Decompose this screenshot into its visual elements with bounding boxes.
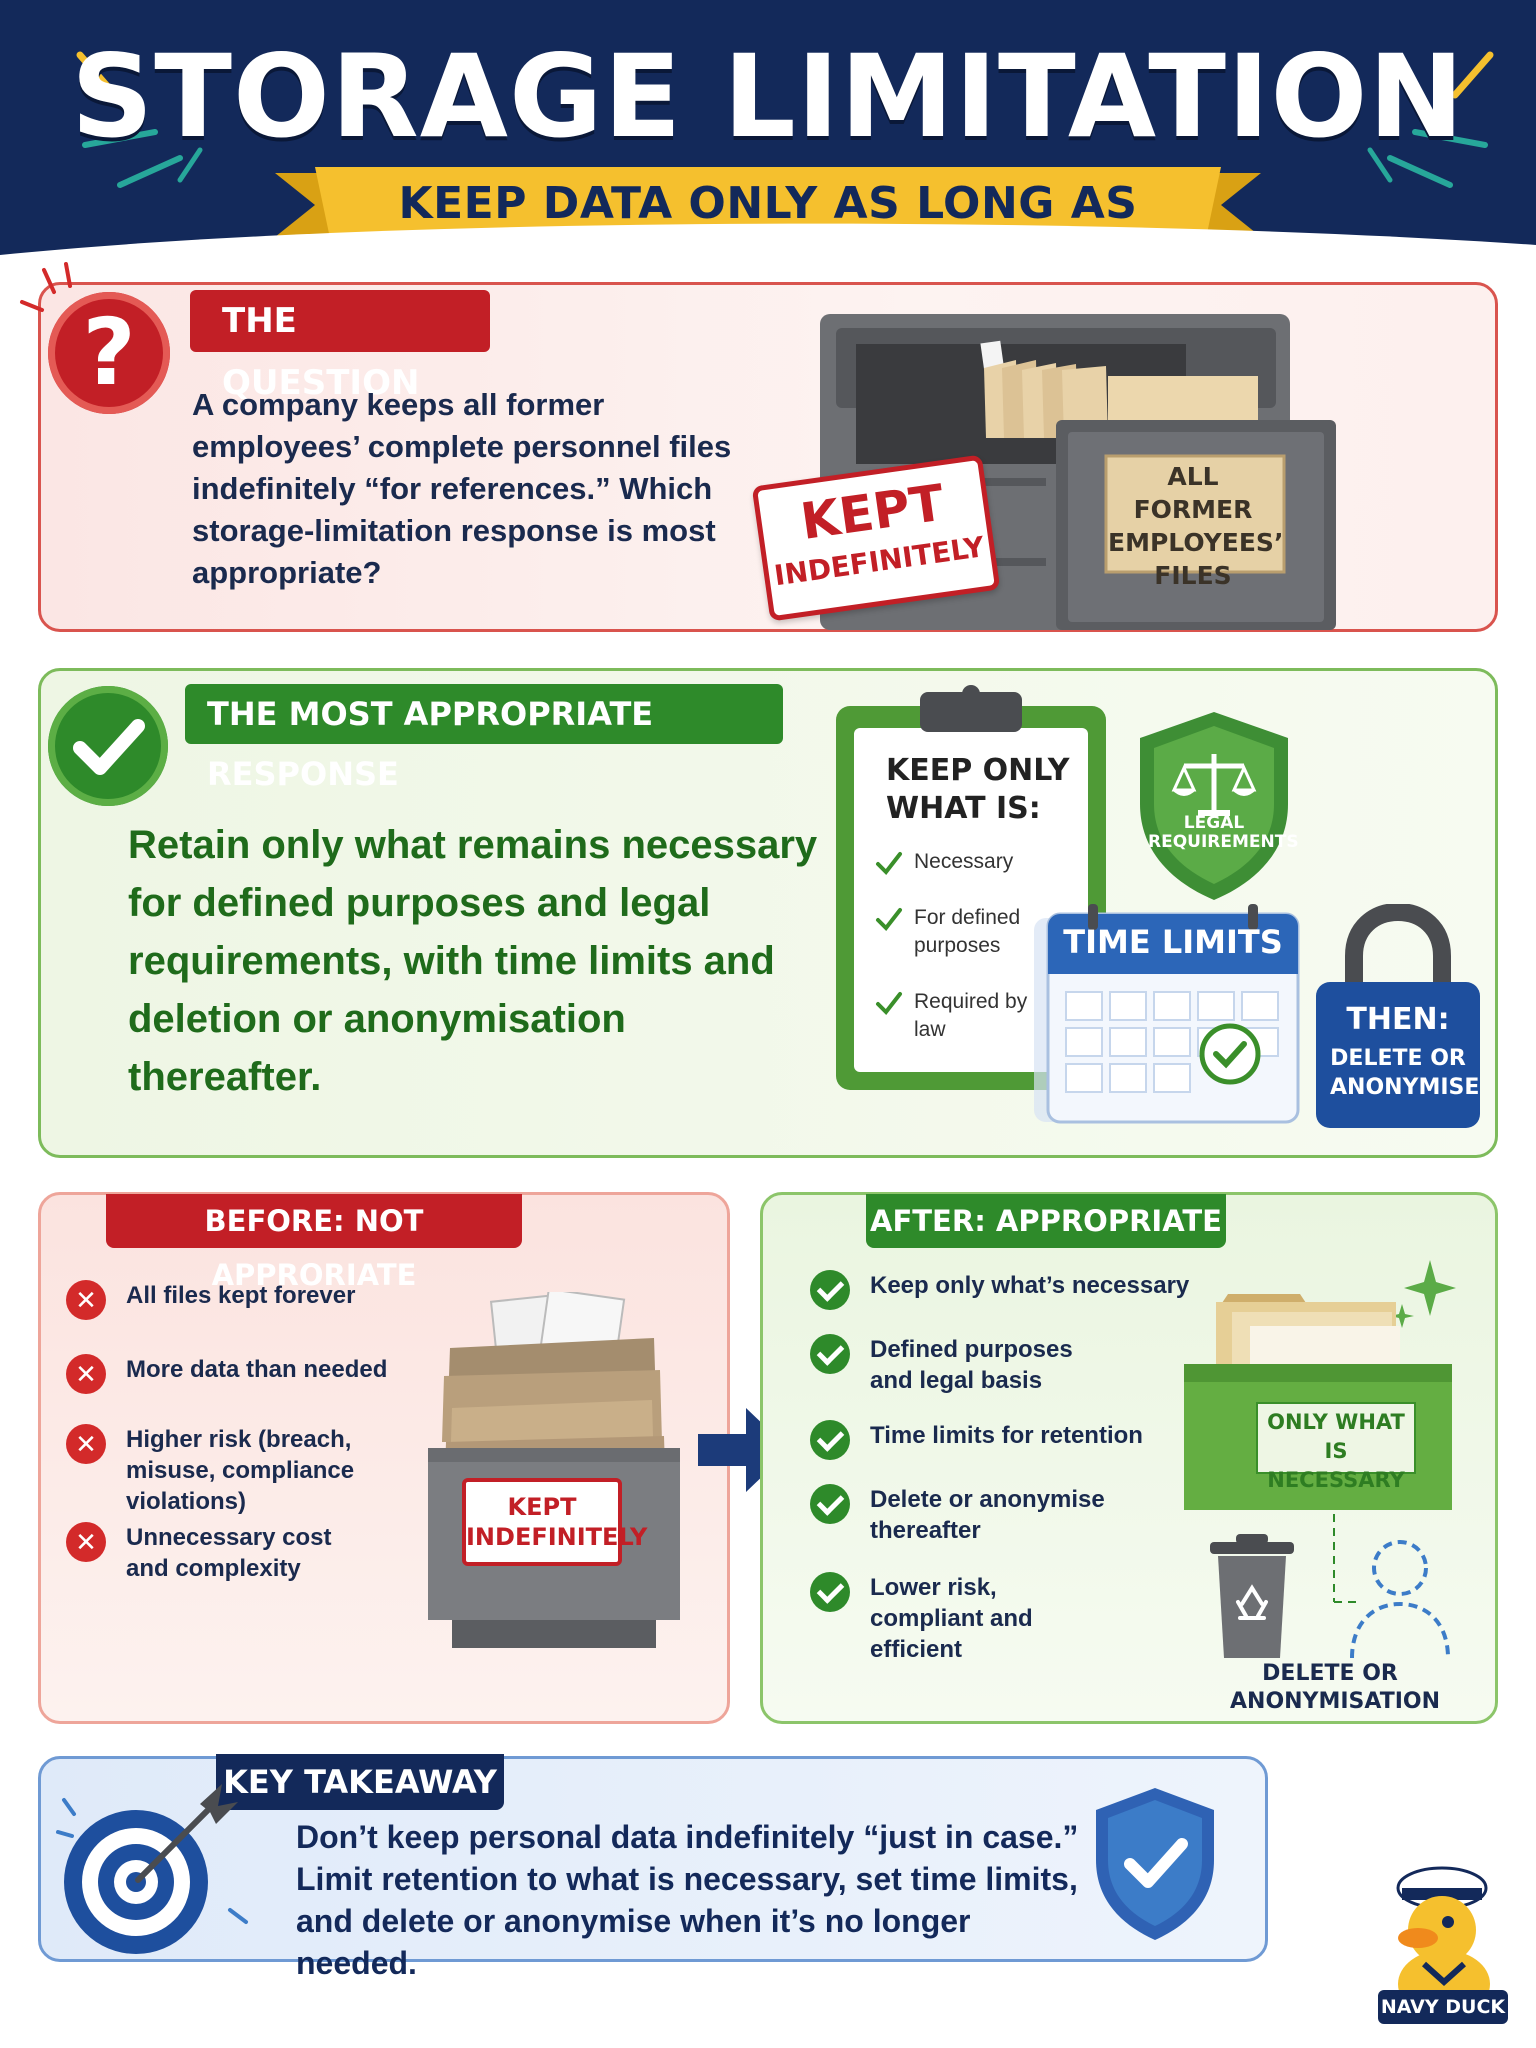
list-item: Required by law <box>874 988 1044 1044</box>
check-icon <box>810 1484 850 1524</box>
x-icon: ✕ <box>66 1354 106 1394</box>
question-text: A company keeps all former employees’ co… <box>192 387 732 590</box>
before-label: BEFORE: NOT APPRORIATE <box>106 1194 522 1292</box>
overflowing-box-icon <box>428 1292 680 1648</box>
list-item: ✕ Higher risk (breach, misuse, complianc… <box>66 1424 436 1517</box>
only-necessary-label: ONLY WHAT IS NECESSARY <box>1256 1402 1416 1492</box>
lock-text: DELETE OR ANONYMISE <box>1330 1046 1480 1100</box>
takeaway-label: KEY TAKEAWAY <box>216 1754 504 1810</box>
alert-burst-icon <box>20 262 72 312</box>
check-icon <box>876 992 902 1016</box>
x-icon: ✕ <box>66 1522 106 1562</box>
list-item: ✕ More data than needed <box>66 1354 426 1394</box>
after-label: AFTER: APPROPRIATE <box>866 1194 1226 1248</box>
header-banner: STORAGE LIMITATION KEEP DATA ONLY AS LON… <box>0 0 1536 265</box>
lock-title: THEN: <box>1346 1002 1450 1037</box>
response-text: Retain only what remains necessary for d… <box>128 823 818 1099</box>
check-icon <box>876 852 902 876</box>
question-icon: ? <box>48 292 170 414</box>
list-item: ✕ Unnecessary cost and complexity <box>66 1522 366 1584</box>
drawer-label: ALL FORMER EMPLOYEES’ FILES <box>1108 462 1284 590</box>
list-item: Necessary <box>874 848 1054 878</box>
scales-shield-icon <box>1140 712 1288 900</box>
checkmark-icon <box>48 686 168 806</box>
sparkle-icon <box>76 51 203 188</box>
calendar-title: TIME LIMITS <box>1063 923 1283 961</box>
header-wave <box>0 223 1536 265</box>
check-icon <box>810 1572 850 1612</box>
list-item: Delete or anonymise thereafter <box>810 1484 1120 1546</box>
target-icon <box>56 1784 248 1954</box>
kept-indefinitely-label: KEPT INDEFINITELY <box>462 1478 647 1566</box>
takeaway-text: Don’t keep personal data indefinitely “j… <box>296 1819 1079 1981</box>
calendar-icon <box>1034 904 1300 1124</box>
clipboard-title: KEEP ONLY WHAT IS: <box>886 753 1070 826</box>
check-icon <box>810 1270 850 1310</box>
trash-and-person-icon <box>1210 1514 1450 1659</box>
question-label: THE QUESTION <box>190 290 490 403</box>
delete-anonymisation-label: DELETE OR ANONYMISATION <box>1230 1661 1441 1714</box>
list-item: Keep only what’s necessary <box>810 1270 1190 1310</box>
list-item: Defined purposes and legal basis <box>810 1334 1090 1396</box>
logo-text: NAVY DUCK <box>1378 1990 1508 2024</box>
page-title: STORAGE LIMITATION <box>71 30 1465 163</box>
response-label: THE MOST APPROPRIATE RESPONSE <box>185 684 783 793</box>
sparkle-icon <box>1367 51 1494 188</box>
x-icon: ✕ <box>66 1424 106 1464</box>
list-item: Lower risk, compliant and efficient <box>810 1572 1110 1665</box>
list-item: Time limits for retention <box>810 1420 1190 1460</box>
x-icon: ✕ <box>66 1280 106 1320</box>
shield-label: LEGAL REQUIREMENTS <box>1148 813 1299 852</box>
check-icon <box>876 908 902 932</box>
subtitle-ribbon <box>275 167 1261 243</box>
check-icon <box>810 1420 850 1460</box>
lock-icon <box>1316 904 1480 1128</box>
shield-check-icon <box>1096 1788 1214 1940</box>
list-item: ✕ All files kept forever <box>66 1280 426 1320</box>
check-icon <box>810 1334 850 1374</box>
list-item: For defined purposes <box>874 904 1054 960</box>
